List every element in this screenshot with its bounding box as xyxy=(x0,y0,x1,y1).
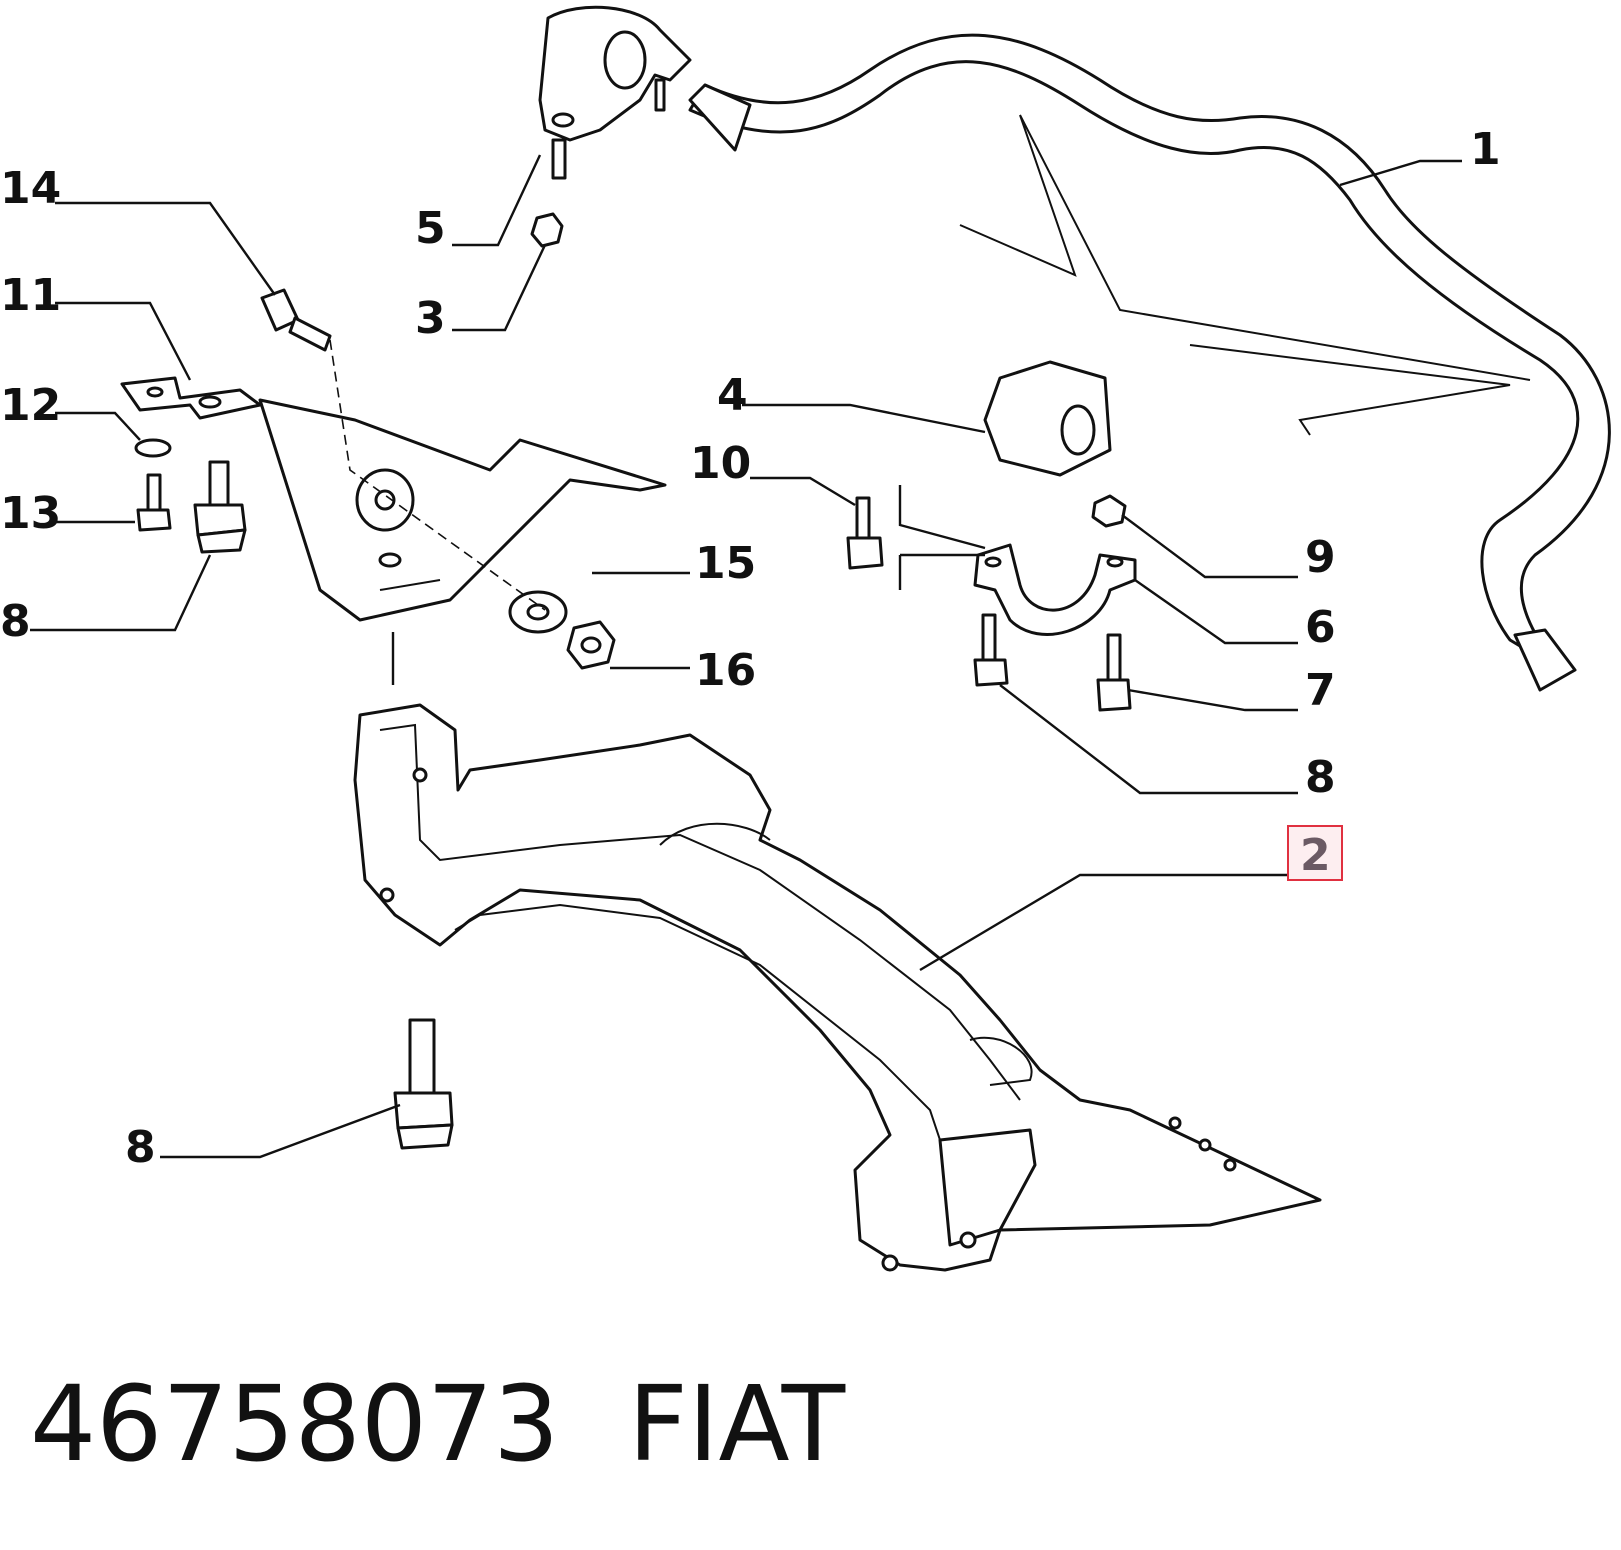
bolt-13 xyxy=(136,473,172,532)
brand-name: FIAT xyxy=(628,1363,846,1485)
part-number: 46758073 xyxy=(30,1363,559,1485)
washer-12 xyxy=(134,438,172,458)
callout-15: 15 xyxy=(695,538,756,589)
bolt-14 xyxy=(260,288,332,352)
callout-1: 1 xyxy=(1470,124,1501,175)
subframe-crossmember xyxy=(353,703,1322,1272)
bolt-8-left xyxy=(193,460,247,554)
bolt-8-bottom xyxy=(393,1018,454,1150)
callout-labels: 1 5 3 14 11 12 13 8 4 10 15 16 9 6 7 8 8 xyxy=(0,124,1501,1173)
callout-5: 5 xyxy=(415,203,446,254)
callout-4: 4 xyxy=(717,370,748,421)
stabilizer-bar xyxy=(688,33,1611,692)
callout-8b: 8 xyxy=(1305,752,1336,803)
bolt-7 xyxy=(1096,633,1132,712)
callout-14: 14 xyxy=(0,163,61,214)
leader-lines xyxy=(30,154,1462,1159)
highlighted-callout-2[interactable]: 2 xyxy=(1287,825,1343,881)
bolt-8-middle xyxy=(973,613,1009,687)
callout-16: 16 xyxy=(695,645,756,696)
washer-15 xyxy=(508,590,568,634)
callout-11: 11 xyxy=(0,270,61,321)
callout-8a: 8 xyxy=(0,596,31,647)
nut-3 xyxy=(530,212,564,248)
callout-8c: 8 xyxy=(125,1122,156,1173)
link-bracket xyxy=(538,5,692,180)
clamp-6 xyxy=(973,543,1137,636)
plate-bracket-11 xyxy=(120,376,262,420)
nut-16 xyxy=(566,620,616,670)
callout-9: 9 xyxy=(1305,532,1336,583)
callout-2: 2 xyxy=(1300,830,1331,881)
nut-9 xyxy=(1091,494,1127,528)
callout-7: 7 xyxy=(1305,665,1336,716)
mounting-bracket xyxy=(258,398,667,622)
callout-3: 3 xyxy=(415,293,446,344)
callout-13: 13 xyxy=(0,488,61,539)
callout-10: 10 xyxy=(690,438,751,489)
callout-12: 12 xyxy=(0,380,61,431)
callout-6: 6 xyxy=(1305,602,1336,653)
bolt-10 xyxy=(846,496,884,570)
bushing-4 xyxy=(983,360,1112,477)
